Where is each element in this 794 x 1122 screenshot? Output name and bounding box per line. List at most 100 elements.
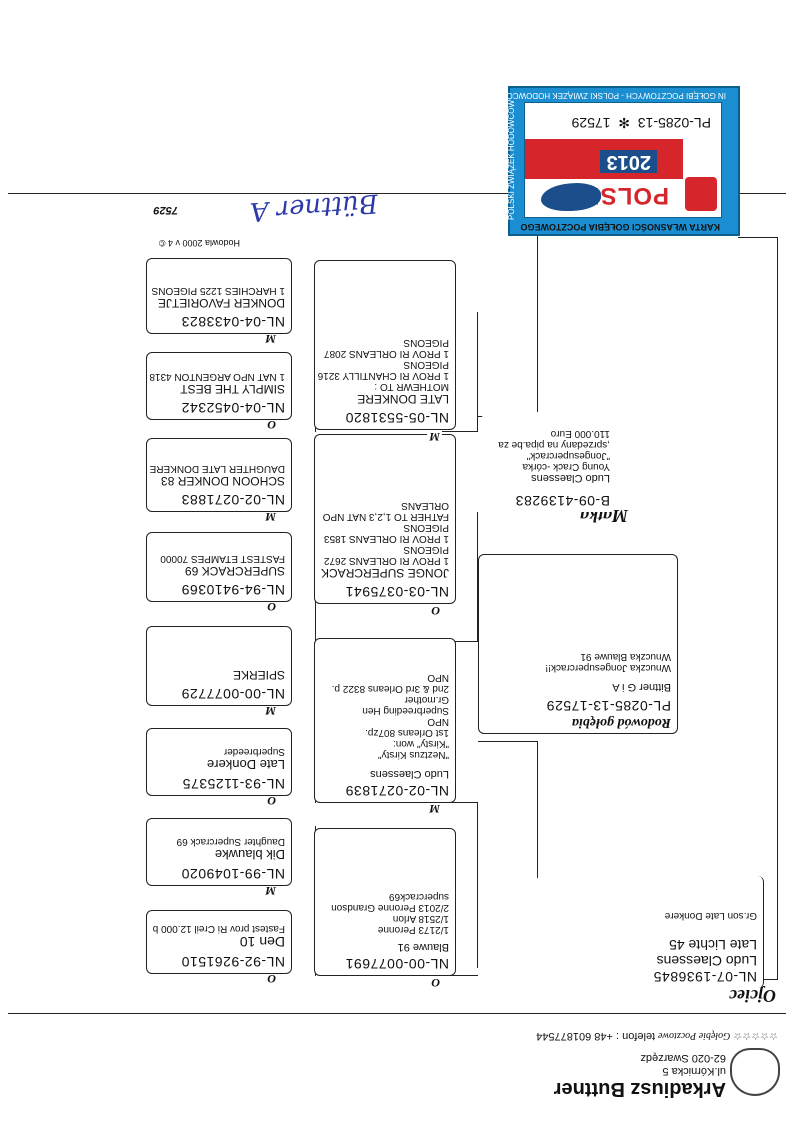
club-logo-icon xyxy=(730,1048,780,1096)
ss-line-5: 2/2013 Peronne Grandson xyxy=(331,902,449,913)
ss-line-1: Blauwe 91 xyxy=(397,941,449,953)
ss-line-4: 1/2518 Arlon xyxy=(392,913,449,924)
dd-label: M xyxy=(427,429,442,444)
connector-line xyxy=(537,235,538,417)
stars-icon: ☆☆☆☆☆ xyxy=(733,1030,778,1041)
connector-line xyxy=(436,431,478,432)
dd-line-5: 1 PROV RI ORLEANS 2087 xyxy=(323,348,449,359)
sd-line-4: "Kirsty" won: xyxy=(392,738,449,749)
dsd-line-1: SCHOON DONKER 83 xyxy=(160,474,285,488)
ss-line-3: 1/2173 Peronne xyxy=(377,924,449,935)
dam-ring: B-09-4139283 xyxy=(515,493,610,509)
sdd-ring: NL-00-0077729 xyxy=(181,686,285,702)
stamp-bottom-text: IN GOŁĘBI POCZTOWYCH - POLSKI ZWIĄZEK HO… xyxy=(407,91,726,100)
ddd-line-1: DONKER FAVORIETJE xyxy=(157,296,285,310)
club-label: Gołębie Pocztowe xyxy=(657,1030,731,1041)
ds-box: NL-03-0375941 JONGE SUPERCRACK 1 PROV RI… xyxy=(314,434,456,604)
owner-name: Arkadiusz Buttner xyxy=(553,1078,726,1100)
dd-line-4: PIGEONS xyxy=(403,359,449,370)
connector-line xyxy=(738,237,778,238)
page-number: 7529 xyxy=(153,204,178,216)
sdd-line-1: SPIERKE xyxy=(232,668,285,682)
connector-line xyxy=(478,741,538,742)
sd-line-3: "Neztzus Kirsty" xyxy=(377,749,449,760)
stamp-year: 2013 xyxy=(600,150,657,173)
dd-line-3: 1 PROV RI CHANTILLY 3216 xyxy=(317,370,449,381)
ddd-ring: NL-04-0433823 xyxy=(181,314,285,330)
sd-line-7: Superbreeding Hen xyxy=(362,705,449,716)
dsd-box: NL-02-0271883 SCHOON DONKER 83 DAUGHTER … xyxy=(146,438,292,512)
sds-ring: NL-93-1125375 xyxy=(182,776,285,792)
owner-street: ul.Kórnicka 5 xyxy=(662,1065,726,1077)
dam-box: B-09-4139283 Ludo Claessens Young Crack … xyxy=(482,412,616,512)
dsd-ring: NL-02-0271883 xyxy=(181,492,285,508)
sd-line-8: Gr.mother xyxy=(404,694,449,705)
dds-ring: NL-04-0452342 xyxy=(181,400,285,416)
sire-line-2: Late Lichte 45 xyxy=(669,937,757,953)
sd-line-5: 1st Orleans 807zp. xyxy=(365,727,449,738)
sss-line-1: Den 10 xyxy=(239,934,285,950)
stamp-side-text: POLSKI ZWIĄZEK HODOWCÓW xyxy=(507,99,516,220)
sd-line-6: NPO xyxy=(427,716,449,727)
dsd-line-2: DAUGHTER LATE DONKERE xyxy=(149,463,285,474)
dam-line-2: Young Crack -córka xyxy=(522,461,610,472)
ss-ring: NL-00-0077691 xyxy=(345,956,449,972)
owner-club-line: ☆☆☆☆☆ Gołębie Pocztowe telefon : +48 601… xyxy=(536,1030,778,1042)
ddd-box: NL-04-0433823 DONKER FAVORIETJE 1 HARCHI… xyxy=(146,258,292,334)
ds-label: O xyxy=(429,603,442,618)
ddd-line-2: 1 HARCHIES 1225 PIGEONS xyxy=(151,285,285,296)
dam-line-5: 110.000 Euro xyxy=(550,428,610,439)
sire-line-1: Ludo Claessens xyxy=(656,953,757,969)
ds-line-1: JONGE SUPERCRACK xyxy=(320,566,449,580)
dam-line-4: ,sprzedany na pipa.be za xyxy=(498,439,610,450)
sire-line-4: Gr.son Late Donkere xyxy=(664,910,757,921)
dss-box: NL-94-9410369 SUPERCRACK 69 FASTEST ETAM… xyxy=(146,532,292,602)
ds-line-7: ORLEANS xyxy=(401,500,449,511)
sire-ring: NL-07-1936845 xyxy=(653,969,757,985)
dss-line-2: FASTEST ETAMPES 70000 xyxy=(160,553,285,564)
frame-line xyxy=(8,1013,786,1014)
dam-line-1: Ludo Claessens xyxy=(531,472,610,484)
program-label: Hodowla 2000 v 4 © xyxy=(158,238,240,248)
ssd-box: NL-99-1049020 Dik blauwke Daughter Super… xyxy=(146,818,292,886)
sire-header: Ojciec xyxy=(729,985,776,1006)
dd-ring: NL-05-5531820 xyxy=(345,410,449,426)
connector-line xyxy=(477,312,478,432)
ds-ring: NL-03-0375941 xyxy=(345,584,449,600)
main-bird-box: Rodowód gołębia PL-0285-13-17529 Bittner… xyxy=(478,554,678,734)
sdd-box: NL-00-0077729 SPIERKE xyxy=(146,626,292,706)
dss-ring: NL-94-9410369 xyxy=(181,582,285,598)
ssd-ring: NL-99-1049020 xyxy=(181,866,285,882)
sire-box: NL-07-1936845 Ludo Claessens Late Lichte… xyxy=(536,876,764,988)
sire-label: Ojciec xyxy=(729,986,776,1006)
ss-line-6: supercrack69 xyxy=(388,891,449,902)
sd-line-9: 2nd & 3rd Orleans 8322 p. xyxy=(331,683,449,694)
stamp-top-text: KARTA WŁASNOŚCI GOŁĘBIA POCZTOWEGO xyxy=(520,222,721,232)
sd-label: M xyxy=(427,801,442,816)
ds-line-4: 1 PROV RI ORLEANS 1853 xyxy=(323,533,449,544)
sd-line-1: Ludo Claessens xyxy=(370,768,449,780)
ssd-line-2: Daughter Supercrack 69 xyxy=(176,836,285,847)
sd-box: NL-02-0271839 Ludo Claessens "Neztzus Ki… xyxy=(314,638,456,803)
sds-line-2: Superbreeder xyxy=(223,746,285,757)
ds-line-3: PIGEONS xyxy=(403,544,449,555)
dds-box: NL-04-0452342 SIMPLY THE BEST 1 NAT NPO … xyxy=(146,352,292,420)
dd-line-6: PIGEONS xyxy=(403,337,449,348)
sss-box: NL-92-9261510 Den 10 Fastest prov Ri Cre… xyxy=(146,910,292,974)
main-bird-ring: PL-0285-13-17529 xyxy=(546,698,671,714)
pigeon-icon xyxy=(541,183,601,211)
sss-line-2: Fastest prov Ri Creil 12.000 b xyxy=(152,923,285,934)
stamp-number: 17529 xyxy=(571,115,611,131)
connector-line xyxy=(777,238,778,980)
sd-line-10: NPO xyxy=(427,672,449,683)
owner-city: 62-020 Swarzędz xyxy=(640,1052,726,1064)
sss-ring: NL-92-9261510 xyxy=(181,954,285,970)
owner-block: Arkadiusz Buttner ul.Kórnicka 5 62-020 S… xyxy=(554,1051,726,1100)
ssd-line-1: Dik blauwke xyxy=(214,847,285,862)
ss-box: NL-00-0077691 Blauwe 91 1/2173 Peronne 1… xyxy=(314,828,456,976)
sd-ring: NL-02-0271839 xyxy=(345,783,449,799)
main-bird-note-1: Wnuczka Jongesupercrack!! xyxy=(545,662,671,673)
stamp-panel: POLSKA 2013 PL-0285-13 ✻ 17529 xyxy=(524,102,722,218)
dam-line-3: "Jongesupercrack" xyxy=(526,450,610,461)
